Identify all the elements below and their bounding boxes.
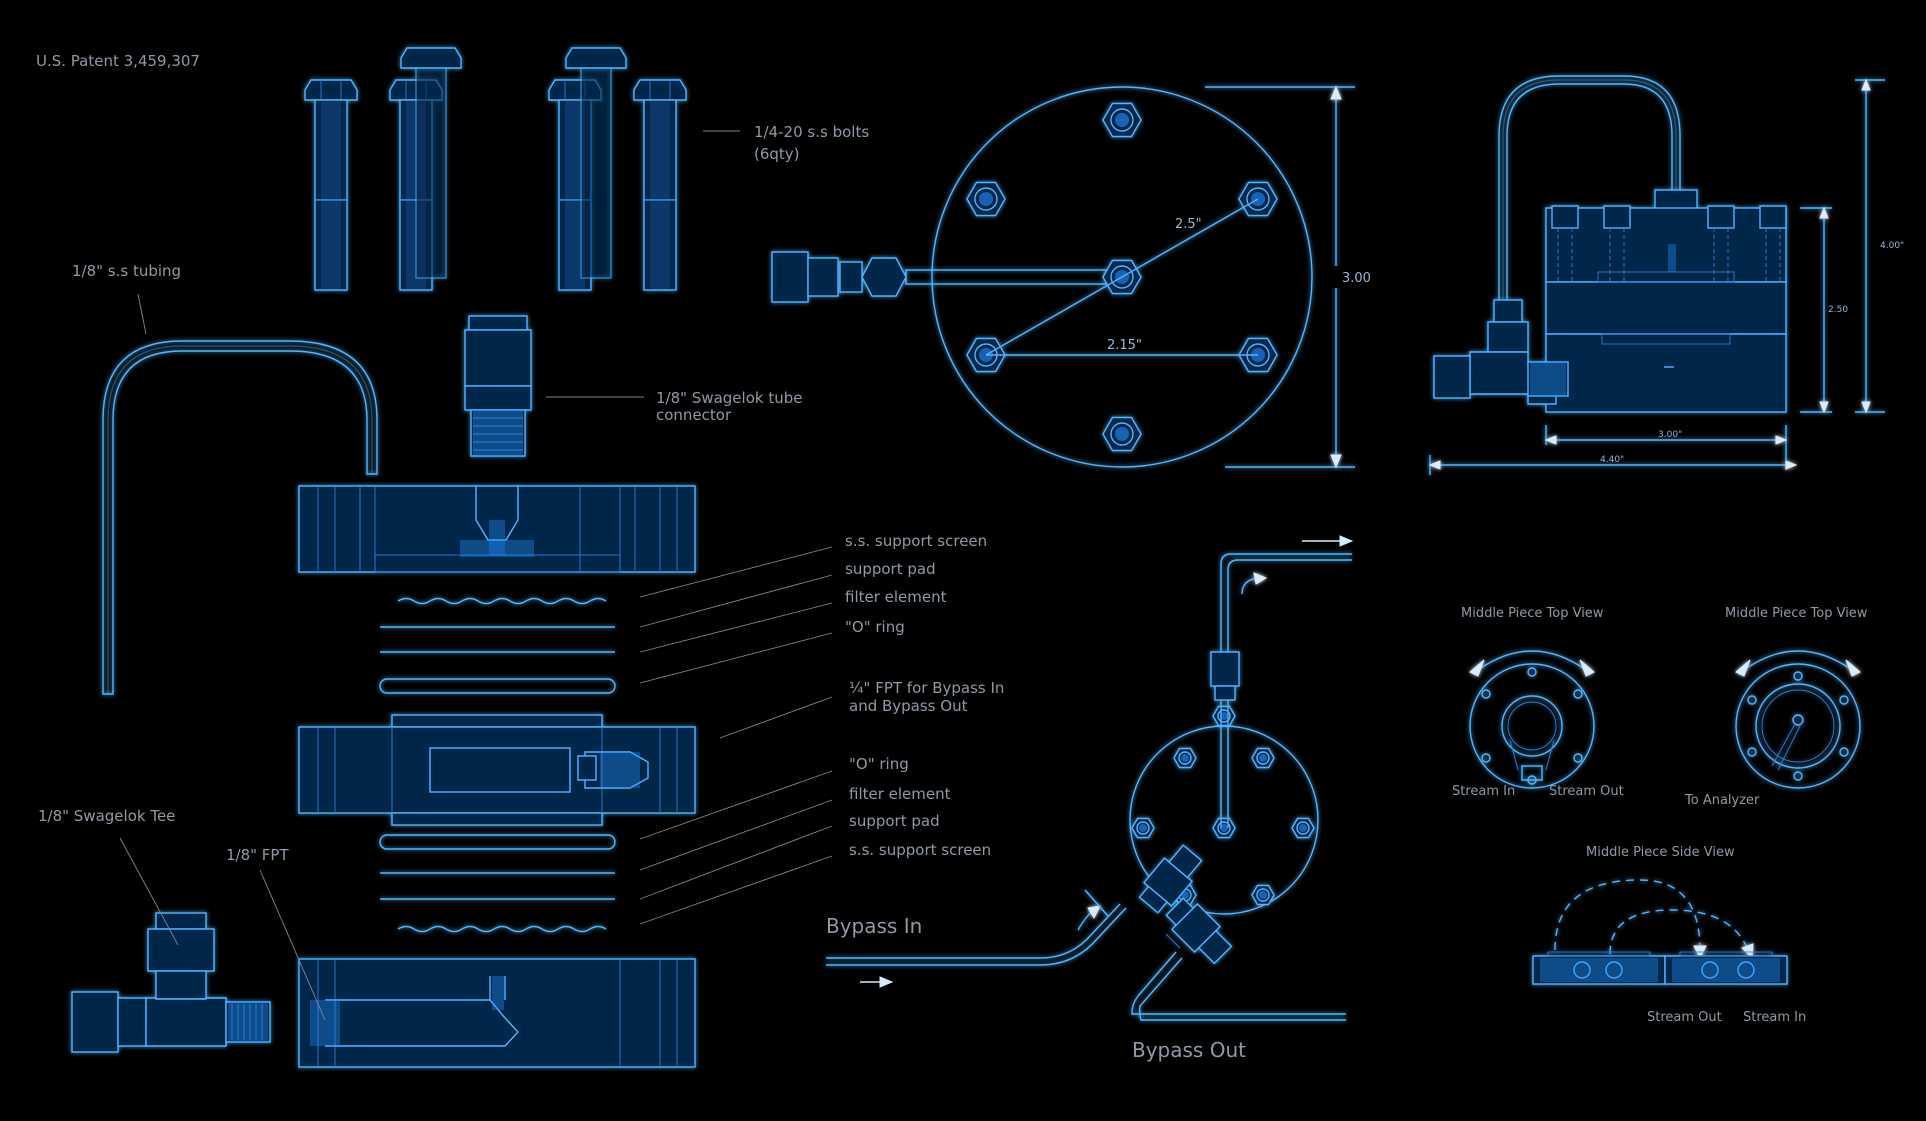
bolts xyxy=(304,47,687,291)
exploded-view xyxy=(71,47,696,1068)
patent-label: U.S. Patent 3,459,307 xyxy=(36,52,200,70)
filter-element-top-label: filter element xyxy=(845,588,947,606)
connector-label-2: connector xyxy=(656,406,732,424)
bypass-out-label: Bypass Out xyxy=(1132,1038,1246,1062)
support-screen-bottom-label: s.s. support screen xyxy=(849,841,991,859)
connector-label-1: 1/8" Swagelok tube xyxy=(656,389,802,407)
middle-top-view-1 xyxy=(1469,650,1595,789)
dim-side-height-inner: 2.50 xyxy=(1828,305,1848,315)
middle-plate xyxy=(298,714,696,826)
swagelok-tee xyxy=(71,912,271,1053)
stream-out-1-label: Stream Out xyxy=(1549,784,1624,799)
stream-in-1-label: Stream In xyxy=(1452,784,1515,799)
support-screen-top-label: s.s. support screen xyxy=(845,532,987,550)
support-pad-bottom-label: support pad xyxy=(849,812,940,830)
support-pad-top-label: support pad xyxy=(845,560,936,578)
bypass-in-label: Bypass In xyxy=(826,914,922,938)
dim-side-height-outer: 4.00" xyxy=(1880,241,1904,251)
dim-bolt-circle: 2.5" xyxy=(1175,217,1202,232)
stream-in-2-label: Stream In xyxy=(1743,1010,1806,1025)
plate-top-view xyxy=(771,85,1355,469)
tubing-shape xyxy=(102,340,378,695)
to-analyzer-label: To Analyzer xyxy=(1684,793,1760,808)
tubing-label: 1/8" s.s tubing xyxy=(72,262,181,280)
dim-circle-height: 3.00 xyxy=(1342,271,1371,286)
bypass-fpt-label-1: ¼" FPT for Bypass In xyxy=(849,679,1004,697)
top-view-1-label: Middle Piece Top View xyxy=(1461,606,1604,621)
tube-connector xyxy=(464,315,532,457)
bolts-label-2: (6qty) xyxy=(754,145,800,163)
middle-top-view-2 xyxy=(1735,650,1861,789)
bypass-assembly xyxy=(826,553,1352,1021)
bolts-label-1: 1/4-20 s.s bolts xyxy=(754,123,869,141)
middle-side-view xyxy=(1532,879,1788,985)
dim-side-width-inner: 3.00" xyxy=(1658,430,1682,440)
stream-out-2-label: Stream Out xyxy=(1647,1010,1722,1025)
tee-label: 1/8" Swagelok Tee xyxy=(38,807,175,825)
top-plate xyxy=(298,485,696,573)
filter-element-bottom-label: filter element xyxy=(849,785,951,803)
top-view-2-label: Middle Piece Top View xyxy=(1725,606,1868,621)
dim-side-width-outer: 4.40" xyxy=(1600,455,1624,465)
bypass-fpt-label-2: and Bypass Out xyxy=(849,697,968,715)
bottom-plate xyxy=(298,958,696,1068)
side-view-label: Middle Piece Side View xyxy=(1586,845,1735,860)
oring-bottom-label: "O" ring xyxy=(849,755,909,773)
dim-bolt-span: 2.15" xyxy=(1107,338,1142,353)
assembly-side-view xyxy=(1428,75,1885,475)
oring-top-label: "O" ring xyxy=(845,618,905,636)
fpt-label: 1/8" FPT xyxy=(226,846,289,864)
